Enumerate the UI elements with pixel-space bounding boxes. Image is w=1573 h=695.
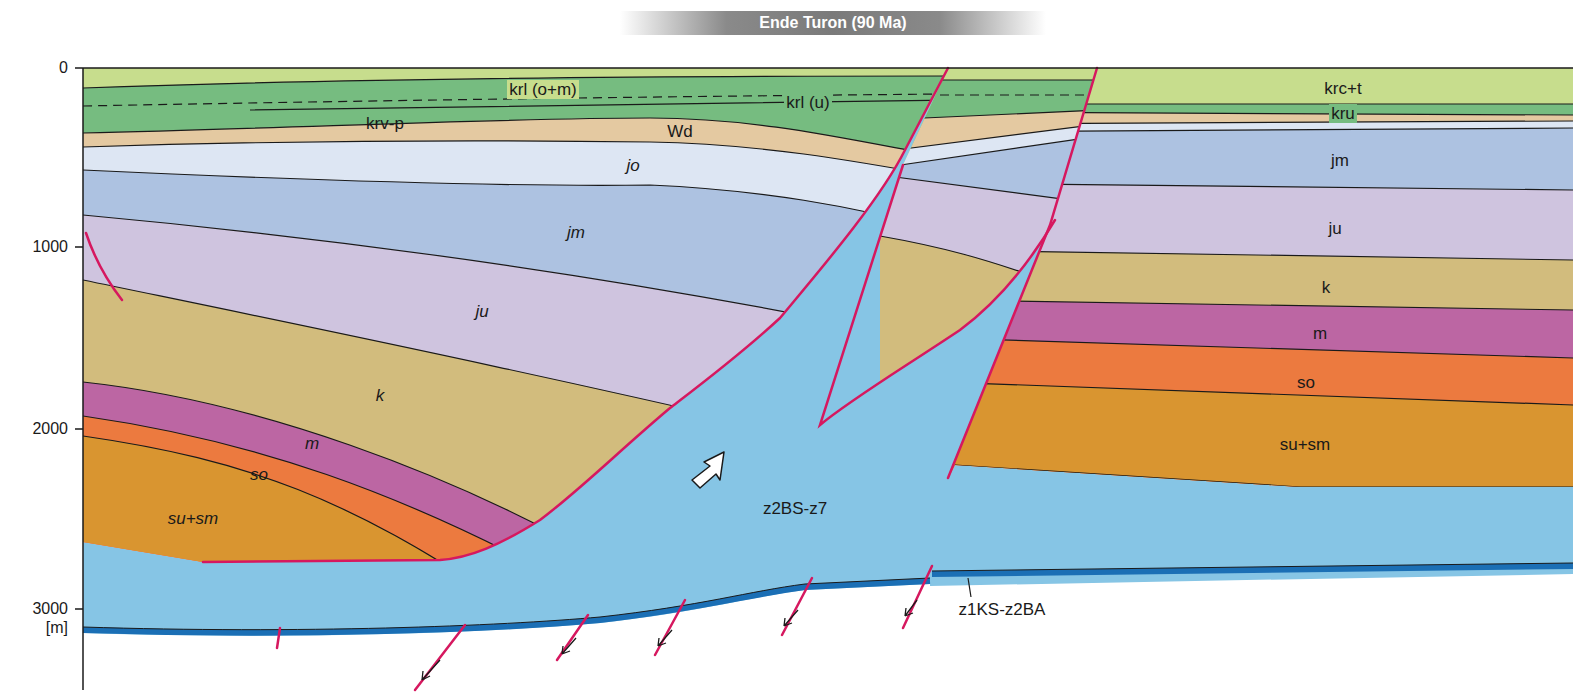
layer-label: k	[1320, 278, 1333, 297]
layer-label: ju	[1326, 219, 1343, 238]
faults	[86, 68, 1097, 690]
layer-label: krl (o+m)	[507, 80, 579, 99]
axis-label: 2000	[30, 420, 70, 438]
layer-label: jm	[1329, 151, 1351, 170]
below-base	[83, 574, 1573, 695]
title-bar: Ende Turon (90 Ma)	[620, 11, 1046, 35]
slip-arrows	[422, 600, 917, 680]
layer-label: z2BS-z7	[761, 499, 829, 518]
axis	[75, 68, 1573, 690]
layer-label: krl (u)	[784, 93, 831, 112]
salt	[83, 68, 1573, 695]
right-block	[940, 68, 1573, 695]
leader-line	[968, 578, 971, 597]
layer-label: jm	[565, 223, 587, 242]
layer-label: z1KS-z2BA	[957, 600, 1048, 619]
layer-label: so	[248, 465, 270, 484]
axis-label: 1000	[30, 238, 70, 256]
layer-label: m	[303, 434, 321, 453]
title: Ende Turon (90 Ma)	[759, 14, 906, 32]
base-layer	[83, 581, 930, 633]
layer-label: su+sm	[1278, 435, 1333, 454]
axis-label: [m]	[44, 619, 70, 637]
layer-label: m	[1311, 324, 1329, 343]
layer-label: krv-p	[364, 114, 406, 133]
base-line	[83, 563, 1573, 630]
layer-label: jo	[624, 156, 641, 175]
layer-label: k	[374, 386, 387, 405]
axis-label: 0	[57, 59, 70, 77]
layer-label: su+sm	[166, 509, 221, 528]
axis-label: 3000	[30, 600, 70, 618]
layer-label: krc+t	[1322, 79, 1363, 98]
movement-arrow	[692, 452, 724, 488]
layer-label: kru	[1329, 104, 1357, 123]
layer-label: ju	[473, 302, 490, 321]
layer-label: Wd	[665, 122, 695, 141]
layer-label: so	[1295, 373, 1317, 392]
left-block	[83, 68, 950, 695]
